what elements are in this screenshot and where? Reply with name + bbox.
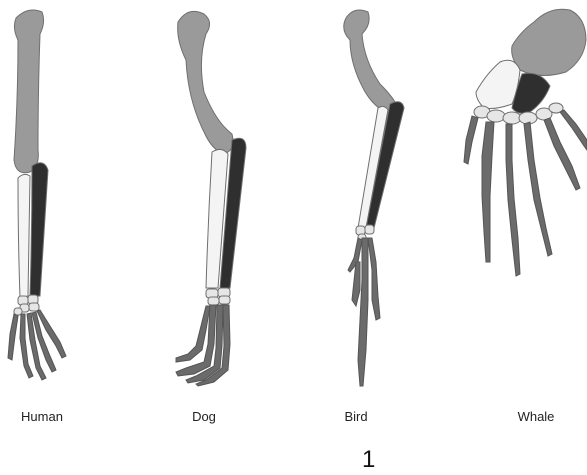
dog-leg xyxy=(176,11,246,386)
human-digits xyxy=(8,310,66,380)
dog-carpals xyxy=(206,288,230,305)
whale-digits xyxy=(464,110,587,276)
dog-humerus xyxy=(178,11,233,154)
dog-digits xyxy=(176,305,230,386)
label-human: Human xyxy=(2,409,82,424)
label-whale: Whale xyxy=(496,409,576,424)
page-number: 1 xyxy=(362,446,375,474)
bird-humerus xyxy=(344,10,396,110)
label-dog: Dog xyxy=(164,409,244,424)
bird-digits xyxy=(348,238,380,386)
label-bird: Bird xyxy=(316,409,396,424)
human-humerus xyxy=(14,10,44,173)
human-radius xyxy=(18,174,30,298)
whale-flipper xyxy=(464,9,587,276)
whale-humerus xyxy=(512,9,586,75)
bird-wing xyxy=(344,10,404,386)
human-arm xyxy=(8,10,66,380)
human-ulna xyxy=(30,163,48,296)
